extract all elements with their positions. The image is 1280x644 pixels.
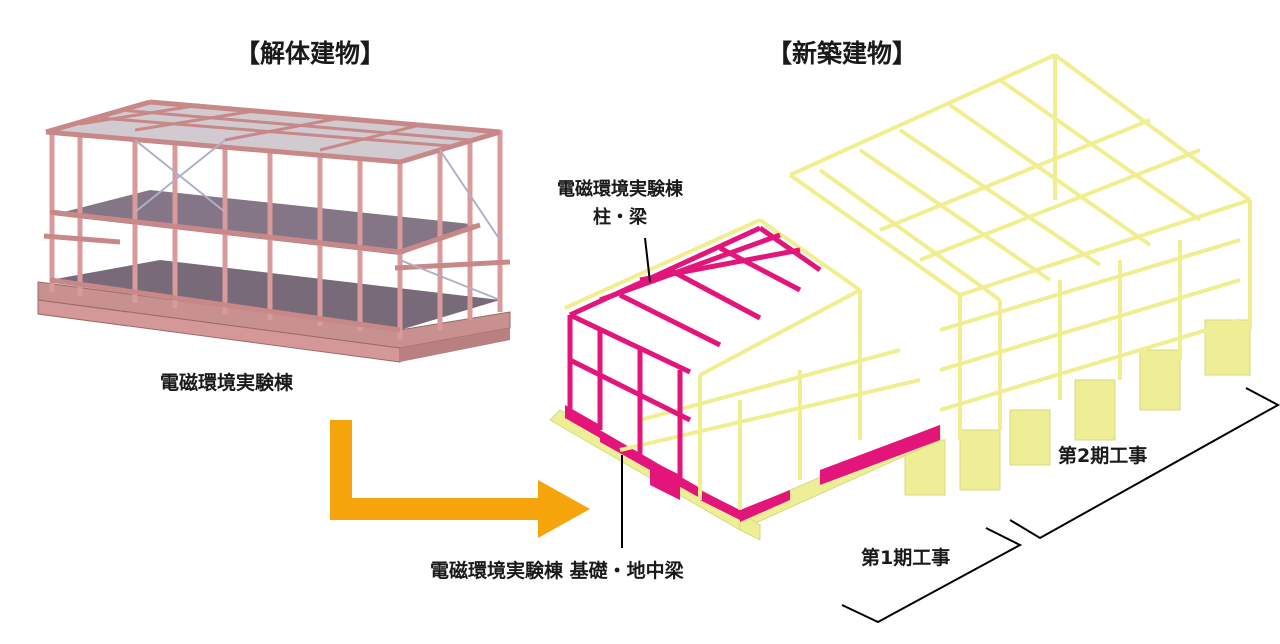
new-construction-title: 【新築建物】 [767,39,918,68]
columns-beams-caption: 電磁環境実験棟 柱・梁 [557,176,683,232]
transition-arrow [330,420,590,538]
demolition-title: 【解体建物】 [235,39,386,68]
new-building-phase1-model [549,218,941,541]
phase1-bracket [841,527,1023,624]
phase2-bracket [1009,387,1280,540]
columns-beams-caption-line2: 柱・梁 [593,207,647,228]
demolition-building-model [37,99,511,363]
columns-beams-leader [644,237,651,283]
old-building-caption: 電磁環境実験棟 [160,372,294,394]
annotation-lines [621,237,1280,624]
columns-beams-caption-line1: 電磁環境実験棟 [557,179,683,200]
foundation-caption: 電磁環境実験棟 基礎・地中梁 [430,560,684,582]
new-building-phase2-model [788,53,1252,496]
phase1-caption: 第1期工事 [861,547,951,569]
phase2-caption: 第2期工事 [1058,445,1148,467]
